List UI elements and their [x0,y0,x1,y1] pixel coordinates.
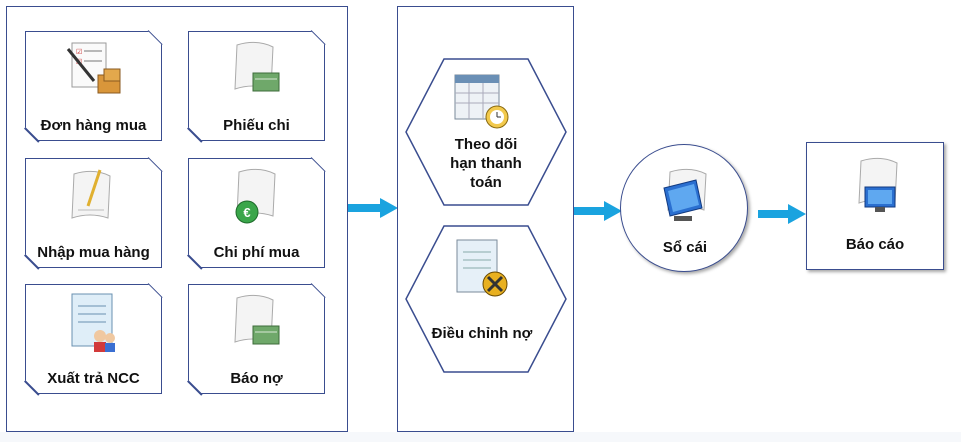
purchase-order-icon: ☑ ☑ [66,42,121,94]
label-line-2: hạn thanh [450,155,522,172]
svg-text:☑: ☑ [76,48,82,56]
payment-term-tracking-label: Theo dõi hạn thanh toán [424,135,548,192]
flow-arrow-3 [758,204,806,224]
purchase-cost-icon: € [235,168,276,224]
flow-arrow-2 [574,201,622,221]
purchase-receipt-card[interactable]: Nhập mua hàng [25,158,162,268]
label-line-1: Theo dõi [454,136,518,153]
ledger-node[interactable]: Sổ cái [620,144,750,274]
debt-adjustment-label: Điều chỉnh nợ [410,324,554,343]
monitor-icon [663,168,707,221]
report-monitor-icon [858,157,898,212]
purchase-cost-label: Chi phí mua [213,244,300,261]
bottom-strip [0,432,961,442]
report-label: Báo cáo [845,236,905,253]
svg-text:€: € [243,205,250,220]
purchase-cost-card[interactable]: € Chi phí mua [188,158,325,268]
supplier-return-label: Xuất trả NCC [47,370,140,387]
label-line-3: toán [470,174,502,191]
purchase-documents-panel: ☑ ☑ Đơn hàng mua Phiếu chi Nhập mua hàng [6,6,348,432]
label-line-1: Điều chỉnh nợ [431,325,533,342]
flow-arrow-1 [348,198,398,218]
payment-voucher-card[interactable]: Phiếu chi [188,31,325,141]
debit-note-label: Báo nợ [230,370,283,387]
debt-adjustment-node[interactable]: Điều chỉnh nợ [404,224,567,374]
supplier-return-card[interactable]: Xuất trả NCC [25,284,162,394]
purchase-order-card[interactable]: ☑ ☑ Đơn hàng mua [25,31,162,141]
purchase-order-label: Đơn hàng mua [40,117,147,134]
purchase-receipt-icon [71,169,111,219]
hexagon-shape [405,58,567,206]
payment-voucher-icon [234,41,280,92]
debit-note-card[interactable]: Báo nợ [188,284,325,394]
report-node[interactable]: Báo cáo [806,142,944,270]
purchase-receipt-label: Nhập mua hàng [37,244,150,261]
document-tools-icon [456,239,508,297]
hexagon-shape [405,225,567,373]
supplier-return-icon [71,293,115,352]
payment-voucher-label: Phiếu chi [223,117,290,134]
debt-processing-panel: Theo dõi hạn thanh toán Điều chỉnh nợ [397,6,574,432]
ledger-label: Sổ cái [662,239,708,256]
payment-term-tracking-node[interactable]: Theo dõi hạn thanh toán [404,57,567,207]
debit-note-icon [234,294,280,345]
calendar-clock-icon [454,74,509,129]
